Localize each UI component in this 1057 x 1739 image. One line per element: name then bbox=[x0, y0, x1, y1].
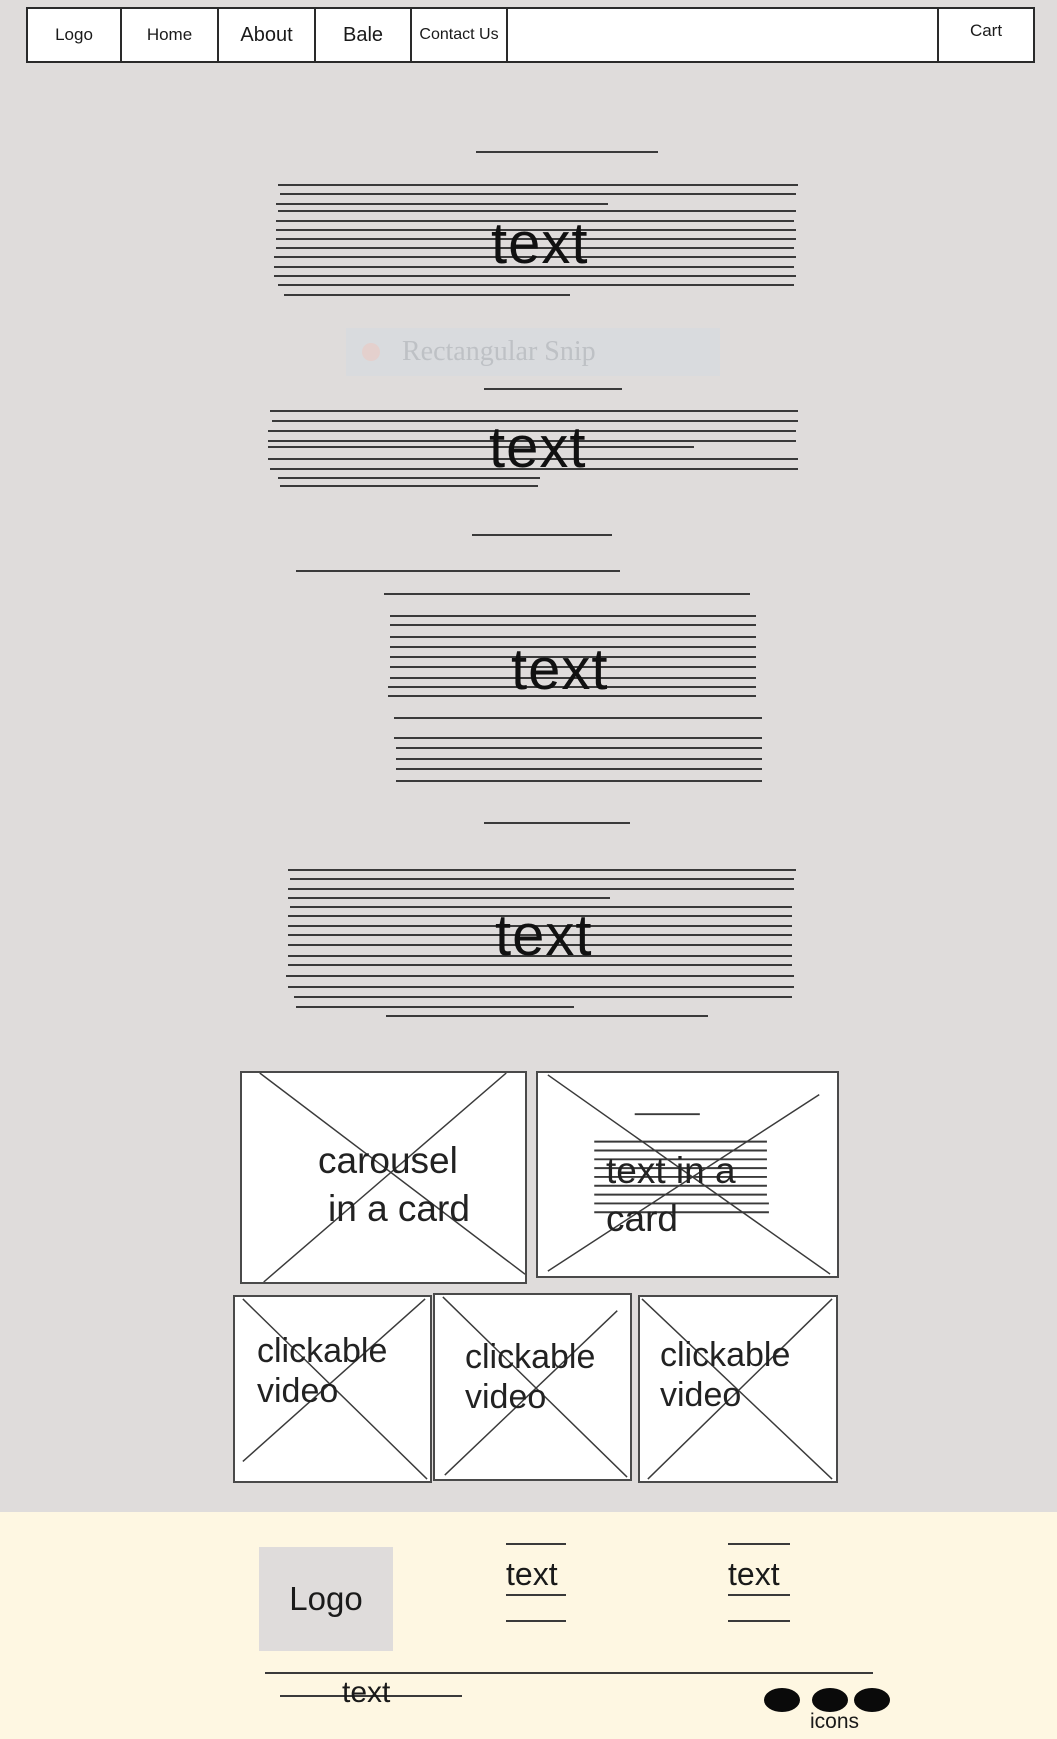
text-card[interactable]: text in a card bbox=[536, 1071, 839, 1278]
video-card-3[interactable]: clickable video bbox=[638, 1295, 838, 1483]
text-card-label-line1: text in a bbox=[606, 1150, 736, 1191]
social-icon[interactable] bbox=[812, 1688, 848, 1712]
carousel-label-line1: carousel bbox=[318, 1140, 458, 1181]
placeholder-x-icon bbox=[641, 1298, 833, 1480]
social-icon[interactable] bbox=[764, 1688, 800, 1712]
footer-bottom-strike bbox=[280, 1695, 462, 1697]
section-text-3: text bbox=[511, 637, 609, 702]
placeholder-x-icon bbox=[547, 1074, 831, 1275]
section-text-4: text bbox=[495, 903, 593, 968]
nav-cart[interactable]: Cart bbox=[937, 9, 1033, 61]
video-3-label-line1: clickable bbox=[660, 1336, 791, 1374]
text-card-label-line2: card bbox=[606, 1198, 678, 1239]
video-1-label-line1: clickable bbox=[257, 1332, 388, 1370]
social-icon[interactable] bbox=[854, 1688, 890, 1712]
nav-home[interactable]: Home bbox=[122, 9, 219, 61]
footer bbox=[0, 1512, 1057, 1739]
video-2-label-line1: clickable bbox=[465, 1338, 596, 1376]
footer-logo[interactable]: Logo bbox=[259, 1547, 393, 1651]
nav-bale[interactable]: Bale bbox=[316, 9, 412, 61]
snip-record-icon bbox=[362, 343, 380, 361]
video-card-2[interactable]: clickable video bbox=[433, 1293, 632, 1481]
video-card-1[interactable]: clickable video bbox=[233, 1295, 432, 1483]
nav-logo[interactable]: Logo bbox=[28, 9, 122, 61]
footer-divider bbox=[265, 1672, 873, 1674]
icons-label: icons bbox=[810, 1710, 860, 1733]
placeholder-x-icon bbox=[442, 1296, 628, 1478]
carousel-label-line2: in a card bbox=[328, 1188, 470, 1229]
nav-bar: Logo Home About Bale Contact Us Cart bbox=[26, 7, 1035, 63]
video-3-label-line2: video bbox=[660, 1376, 742, 1414]
section-text-1: text bbox=[491, 211, 589, 276]
carousel-card[interactable]: carousel in a card bbox=[240, 1071, 527, 1284]
section-text-2: text bbox=[489, 415, 587, 480]
placeholder-x-icon bbox=[242, 1298, 428, 1480]
snip-overlay: Rectangular Snip bbox=[346, 328, 720, 376]
nav-contact-us[interactable]: Contact Us bbox=[412, 9, 508, 61]
footer-text-1[interactable]: text bbox=[506, 1556, 558, 1592]
video-2-label-line2: video bbox=[465, 1378, 547, 1416]
footer-bottom-text: text bbox=[342, 1676, 391, 1709]
footer-text-2[interactable]: text bbox=[728, 1556, 780, 1592]
snip-label: Rectangular Snip bbox=[402, 336, 596, 367]
placeholder-x-icon bbox=[259, 1073, 525, 1282]
video-1-label-line2: video bbox=[257, 1372, 339, 1410]
nav-about[interactable]: About bbox=[219, 9, 316, 61]
